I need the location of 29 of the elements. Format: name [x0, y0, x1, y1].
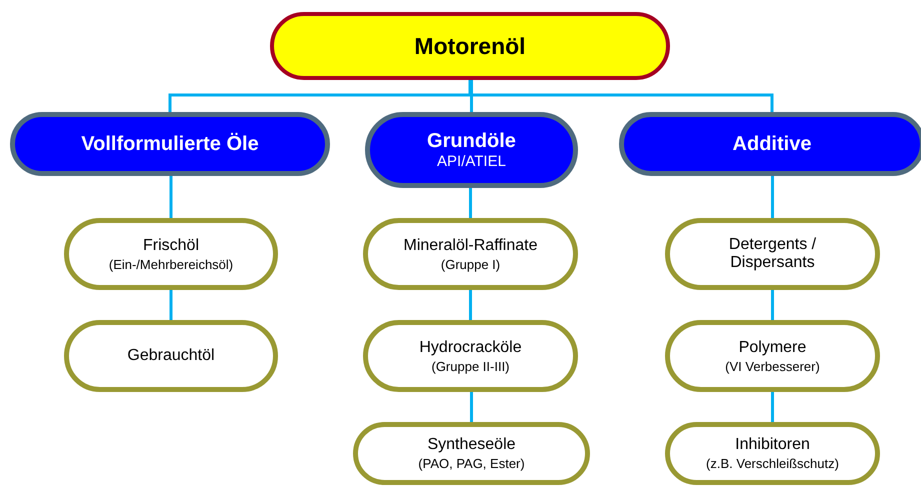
node-title: Gebrauchtöl	[127, 347, 215, 365]
node-subtitle: (PAO, PAG, Ester)	[418, 456, 525, 471]
connector-line	[771, 176, 774, 218]
connector-line	[771, 290, 774, 320]
node-subtitle: API/ATIEL	[437, 153, 506, 170]
connector-line	[469, 290, 472, 320]
node-title: Motorenöl	[414, 32, 526, 60]
connector-line	[170, 290, 172, 320]
node-title: Grundöle	[427, 130, 516, 153]
connector-line	[470, 392, 473, 422]
category-node	[619, 112, 921, 176]
node-subtitle: (Gruppe II-III)	[431, 358, 510, 374]
connector-line	[771, 392, 774, 422]
node-title: Inhibitoren	[735, 436, 810, 454]
connector-line	[469, 188, 472, 218]
connector-line	[170, 176, 172, 218]
connector-line	[470, 80, 473, 112]
node-subtitle: (Gruppe I)	[440, 256, 500, 272]
node-subtitle: (VI Verbesserer)	[725, 358, 820, 374]
node-title: Additive	[732, 132, 812, 156]
node-title: Vollformulierte Öle	[81, 132, 259, 156]
node-title: Mineralöl-Raffinate	[404, 236, 538, 254]
node-title: Frischöl	[142, 236, 199, 254]
node-subtitle: (z.B. Verschleißschutz)	[706, 456, 839, 471]
node-subtitle: (Ein-/Mehrbereichsöl)	[108, 256, 234, 272]
node-title: Hydrocracköle	[419, 338, 522, 356]
node-title: Polymere	[738, 338, 806, 356]
node-title: Syntheseöle	[427, 436, 516, 454]
node-title: Detergents / Dispersants	[728, 236, 818, 272]
